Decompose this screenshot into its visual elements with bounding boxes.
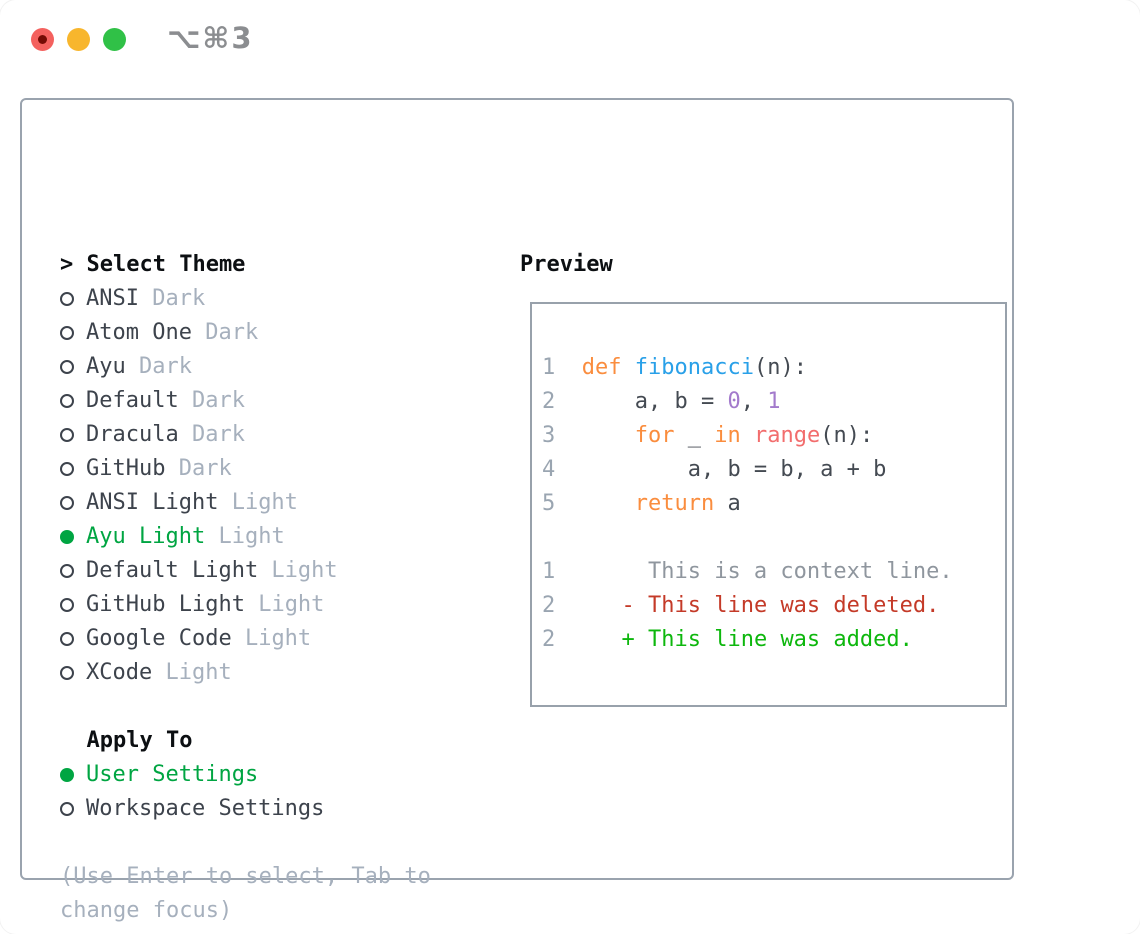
theme-option-3[interactable]: Default Dark [60,384,431,418]
select-theme-header: > Select Theme [60,252,246,277]
code-line [542,521,953,555]
spacer [60,690,431,724]
spacer [60,826,431,860]
code-line: 2 - This line was deleted. [542,593,940,618]
titlebar: ⌥⌘3 [0,0,1140,78]
code-line: 5 return a [542,491,741,516]
code-line: 3 for _ in range(n): [542,423,874,448]
code-line: 2 + This line was added. [542,627,913,652]
list-item-label: GitHub Dark [86,456,232,481]
theme-list: ANSI Dark Atom One Dark Ayu Dark Default… [60,282,431,690]
theme-option-7[interactable]: Ayu Light Light [60,520,431,554]
radio-circle-icon [60,326,74,340]
theme-option-9[interactable]: GitHub Light Light [60,588,431,622]
preview-box: 1 def fibonacci(n): 2 a, b = 0, 1 3 for _ … [530,302,1007,707]
theme-option-5[interactable]: GitHub Dark [60,452,431,486]
theme-option-8[interactable]: Default Light Light [60,554,431,588]
radio-circle-icon [60,802,74,816]
code-line: 1 def fibonacci(n): [542,355,807,380]
theme-option-4[interactable]: Dracula Dark [60,418,431,452]
apply-to-header: Apply To [60,728,193,753]
list-item-label: Ayu Dark [86,354,192,379]
theme-option-10[interactable]: Google Code Light [60,622,431,656]
radio-circle-icon [60,428,74,442]
theme-option-6[interactable]: ANSI Light Light [60,486,431,520]
code-line: 4 a, b = b, a + b [542,457,887,482]
radio-circle-icon [60,632,74,646]
code-preview: 1 def fibonacci(n): 2 a, b = 0, 1 3 for _ … [542,351,953,657]
list-item-label: XCode Light [86,660,232,685]
help-text-line: (Use Enter to select, Tab to [60,864,431,889]
close-button-icon[interactable] [31,28,54,51]
radio-circle-icon [60,768,74,782]
list-item-label: Atom One Dark [86,320,259,345]
code-line: 2 a, b = 0, 1 [542,389,781,414]
list-item-label: GitHub Light Light [86,592,325,617]
list-item-label: Workspace Settings [86,796,325,821]
theme-option-1[interactable]: Atom One Dark [60,316,431,350]
minimize-button-icon[interactable] [67,28,90,51]
preview-header: Preview [520,252,613,277]
list-item-label: Default Light Light [86,558,338,583]
theme-option-2[interactable]: Ayu Dark [60,350,431,384]
list-item-label: Default Dark [86,388,245,413]
list-item-label: ANSI Light Light [86,490,298,515]
apply-to-option-1[interactable]: Workspace Settings [60,792,431,826]
radio-circle-icon [60,292,74,306]
help-text: (Use Enter to select, Tab to change focus… [60,860,431,928]
theme-option-0[interactable]: ANSI Dark [60,282,431,316]
radio-circle-icon [60,530,74,544]
list-item-label: User Settings [86,762,259,787]
apply-to-list: User Settings Workspace Settings [60,758,431,826]
radio-circle-icon [60,598,74,612]
window-title-shortcut: ⌥⌘3 [167,21,254,55]
list-item-label: Ayu Light Light [86,524,285,549]
radio-circle-icon [60,496,74,510]
zoom-button-icon[interactable] [103,28,126,51]
main-panel: > Select Theme ANSI Dark Atom One Dark A… [20,98,1014,923]
theme-option-11[interactable]: XCode Light [60,656,431,690]
radio-circle-icon [60,564,74,578]
radio-circle-icon [60,394,74,408]
help-text-line: change focus) [60,898,233,923]
list-item-label: Google Code Light [86,626,312,651]
code-line: 1 This is a context line. [542,559,953,584]
radio-circle-icon [60,666,74,680]
theme-selector-column: > Select Theme ANSI Dark Atom One Dark A… [60,248,431,928]
radio-circle-icon [60,462,74,476]
radio-circle-icon [60,360,74,374]
apply-to-option-0[interactable]: User Settings [60,758,431,792]
list-item-label: ANSI Dark [86,286,206,311]
list-item-label: Dracula Dark [86,422,245,447]
